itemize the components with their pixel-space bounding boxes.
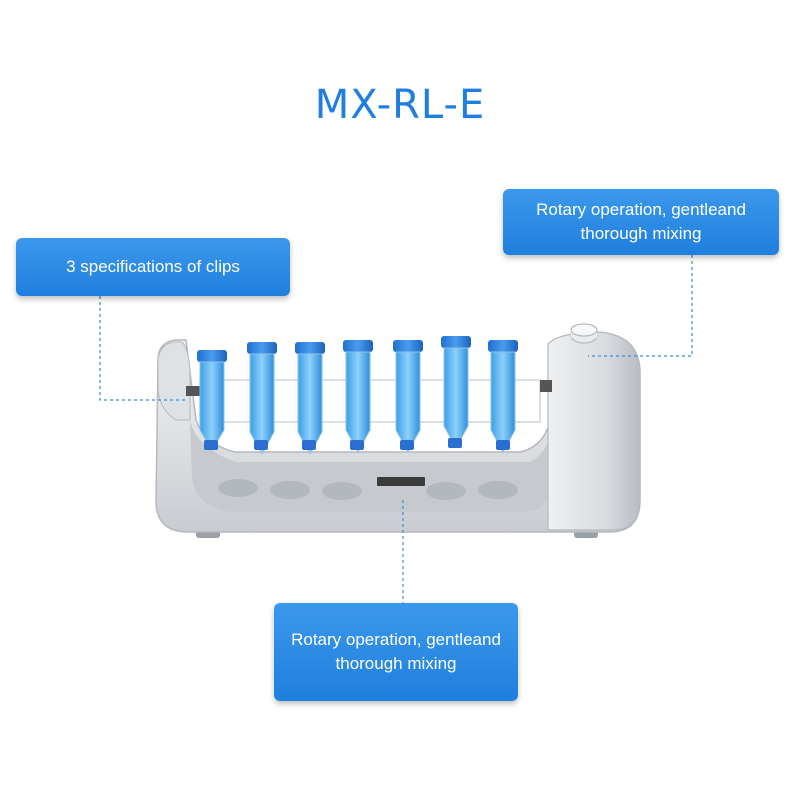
- tube-2: [247, 342, 277, 456]
- tube-4: [343, 340, 373, 454]
- lower-clips: [204, 438, 510, 450]
- callout-clip-specs: 3 specifications of clips: [16, 238, 290, 296]
- tube-3: [295, 342, 325, 456]
- tube-7: [488, 340, 518, 454]
- tube-5: [393, 340, 423, 454]
- brand-label: [377, 477, 425, 486]
- callout-rotary-operation-top: Rotary operation, gentleand thorough mix…: [503, 189, 779, 255]
- tray-wells: [218, 479, 518, 500]
- leader-clips: [99, 296, 188, 401]
- product-title: MX-RL-E: [314, 82, 486, 128]
- leader-rotary-top: [588, 255, 693, 357]
- tube-1: [197, 350, 227, 451]
- mixer-tower: [547, 331, 641, 531]
- tube-6: [441, 336, 471, 450]
- leader-lines: [99, 255, 693, 603]
- callout-rotary-operation-bottom: Rotary operation, gentleand thorough mix…: [274, 603, 518, 701]
